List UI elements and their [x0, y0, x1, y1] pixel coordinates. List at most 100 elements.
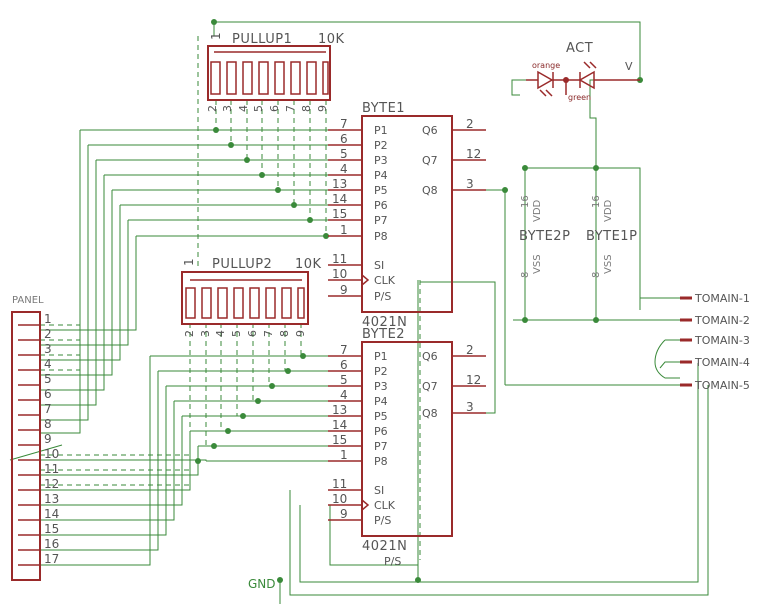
svg-text:16: 16 — [520, 195, 531, 208]
pullup-dashes — [40, 36, 421, 560]
svg-text:11: 11 — [332, 252, 347, 266]
panel-connector[interactable]: PANEL 1 2 3 4 5 6 7 8 9 10 11 12 13 14 — [11, 295, 59, 581]
byte1-type: 4021N — [362, 315, 407, 330]
svg-text:14: 14 — [332, 418, 347, 432]
svg-text:P3: P3 — [374, 154, 388, 167]
wires — [9, 21, 709, 604]
svg-text:2: 2 — [44, 327, 52, 341]
svg-text:9: 9 — [44, 432, 52, 446]
byte2-ic[interactable]: BYTE2 4021N 7 6 5 4 13 14 15 1 P1 P2 P3 … — [328, 327, 486, 554]
pullup1-pin1: 1 — [209, 32, 223, 40]
svg-text:10: 10 — [332, 492, 347, 506]
svg-text:15: 15 — [44, 522, 59, 536]
svg-text:P7: P7 — [374, 440, 388, 453]
svg-text:12: 12 — [44, 477, 59, 491]
svg-text:1: 1 — [340, 448, 348, 462]
svg-text:3: 3 — [44, 342, 52, 356]
svg-text:7: 7 — [340, 117, 348, 131]
svg-text:4: 4 — [340, 162, 348, 176]
svg-text:5: 5 — [44, 372, 52, 386]
svg-text:11: 11 — [332, 477, 347, 491]
svg-text:7: 7 — [262, 330, 275, 337]
pullup2-pin-numbers: 2 3 4 5 6 7 8 9 — [183, 330, 307, 337]
act-name: ACT — [566, 41, 593, 56]
act-led-pair[interactable]: ACT orange green — [526, 41, 640, 102]
svg-text:3: 3 — [199, 330, 212, 337]
tomain-5-label: TOMAIN-5 — [694, 379, 750, 392]
svg-text:7: 7 — [44, 402, 52, 416]
byte1-left-pin-nums: 7 6 5 4 13 14 15 1 — [332, 117, 348, 237]
byte2-name: BYTE2 — [362, 327, 405, 342]
svg-text:4: 4 — [214, 330, 227, 337]
svg-text:1: 1 — [44, 312, 52, 326]
pullup1-resistor-network[interactable]: PULLUP1 10K 1 2 3 4 5 6 7 8 9 — [206, 32, 345, 112]
svg-text:P5: P5 — [374, 184, 388, 197]
byte2-left-pin-nums: 7 6 5 4 13 14 15 1 — [332, 343, 348, 462]
byte2-left-pin-labels: P1 P2 P3 P4 P5 P6 P7 P8 — [374, 350, 388, 468]
svg-text:VSS: VSS — [603, 254, 614, 274]
svg-text:12: 12 — [466, 147, 481, 161]
byte1-right-pins: Q6 Q7 Q8 2 12 3 — [422, 117, 481, 197]
led-orange-label: orange — [532, 61, 560, 70]
gnd-net-label: GND — [248, 577, 276, 591]
svg-text:9: 9 — [316, 105, 329, 112]
svg-text:9: 9 — [340, 283, 348, 297]
svg-text:SI: SI — [374, 259, 384, 272]
svg-text:9: 9 — [340, 507, 348, 521]
svg-text:VDD: VDD — [532, 199, 543, 222]
svg-text:6: 6 — [340, 358, 348, 372]
svg-text:14: 14 — [332, 192, 347, 206]
svg-text:13: 13 — [44, 492, 59, 506]
svg-text:17: 17 — [44, 552, 59, 566]
svg-text:14: 14 — [44, 507, 59, 521]
pullup1-name: PULLUP1 — [232, 32, 292, 47]
pullup1-value: 10K — [318, 32, 345, 47]
svg-text:16: 16 — [44, 537, 59, 551]
svg-text:P8: P8 — [374, 230, 388, 243]
pullup2-resistor-network[interactable]: PULLUP2 10K 1 2 3 4 5 6 7 8 9 — [181, 257, 322, 337]
svg-text:CLK: CLK — [374, 274, 396, 287]
svg-text:5: 5 — [230, 330, 243, 337]
svg-text:Q7: Q7 — [422, 154, 438, 167]
svg-text:Q8: Q8 — [422, 184, 438, 197]
svg-text:8: 8 — [44, 417, 52, 431]
svg-text:6: 6 — [44, 387, 52, 401]
tomain-pins[interactable]: TOMAIN-1 TOMAIN-2 TOMAIN-3 TOMAIN-4 TOMA… — [680, 292, 750, 392]
svg-text:1: 1 — [340, 223, 348, 237]
svg-text:10: 10 — [332, 267, 347, 281]
svg-text:8: 8 — [300, 105, 313, 112]
svg-text:8: 8 — [520, 272, 531, 278]
svg-text:Q6: Q6 — [422, 350, 438, 363]
svg-text:13: 13 — [332, 403, 347, 417]
svg-text:4: 4 — [340, 388, 348, 402]
svg-text:5: 5 — [252, 105, 265, 112]
pullup2-value: 10K — [295, 257, 322, 272]
ps-net-label: P/S — [384, 555, 401, 568]
svg-text:P8: P8 — [374, 455, 388, 468]
svg-text:6: 6 — [340, 132, 348, 146]
svg-text:16: 16 — [591, 195, 602, 208]
svg-text:8: 8 — [591, 272, 602, 278]
byte1-control-pins: 11 10 9 SI CLK P/S — [332, 252, 396, 303]
svg-text:8: 8 — [278, 330, 291, 337]
byte2-right-pins: Q6 Q7 Q8 2 12 3 — [422, 343, 481, 420]
byte1-name: BYTE1 — [362, 101, 405, 116]
pullup1-pin-numbers: 2 3 4 5 6 7 8 9 — [206, 105, 329, 112]
svg-text:P1: P1 — [374, 350, 388, 363]
byte1-ic[interactable]: BYTE1 4021N 7 6 5 4 13 14 15 1 P1 P2 P3 … — [328, 101, 486, 330]
byte2p-power[interactable]: BYTE2P 16 VDD 8 VSS — [519, 195, 570, 278]
v-net-label: V — [625, 60, 633, 73]
byte2p-name: BYTE2P — [519, 229, 570, 244]
svg-text:15: 15 — [332, 433, 347, 447]
svg-text:Q7: Q7 — [422, 380, 438, 393]
svg-text:P/S: P/S — [374, 290, 391, 303]
svg-text:7: 7 — [284, 105, 297, 112]
svg-text:P1: P1 — [374, 124, 388, 137]
byte1p-power[interactable]: BYTE1P 16 VDD 8 VSS — [586, 195, 637, 278]
svg-text:2: 2 — [466, 343, 474, 357]
svg-text:P4: P4 — [374, 169, 388, 182]
svg-text:3: 3 — [221, 105, 234, 112]
byte1-left-pin-labels: P1 P2 P3 P4 P5 P6 P7 P8 — [374, 124, 388, 243]
byte2-type: 4021N — [362, 539, 407, 554]
